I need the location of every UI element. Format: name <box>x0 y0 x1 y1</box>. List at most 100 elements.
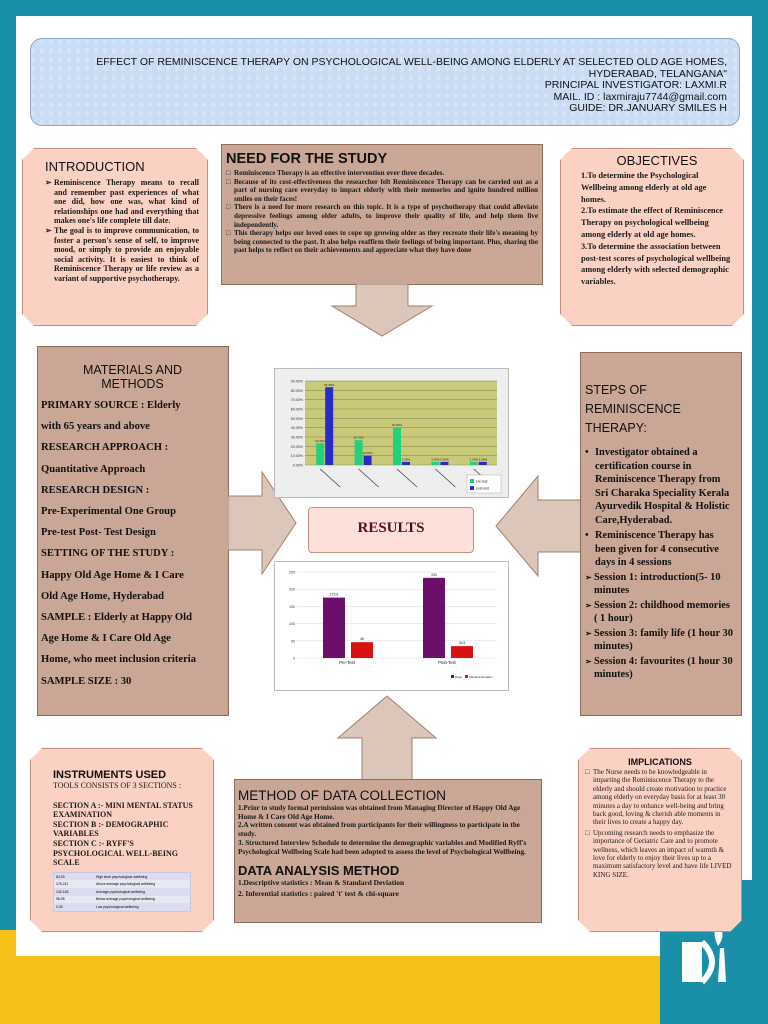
objectives-title: OBJECTIVES <box>616 153 698 168</box>
materials-line: Quantitative Approach <box>41 463 146 475</box>
legend-swatch <box>451 675 454 678</box>
materials-methods-lines: PRIMARY SOURCE : Elderly with 65 years a… <box>41 395 224 692</box>
score-range: 0-90 <box>56 904 63 909</box>
up-arrow-to-method <box>336 695 438 780</box>
legend-swatch <box>470 479 474 483</box>
results-label: RESULTS <box>357 520 425 536</box>
score-level: High level psychological wellbeing <box>96 874 148 879</box>
materials-line: Age Home & I Care Old Age <box>41 633 171 645</box>
principal-investigator: PRINCIPAL INVESTIGATOR: LAXMI.R <box>544 79 727 91</box>
score-row: 0-90 Low psychological wellbeing <box>54 903 190 911</box>
score-range: 176-211 <box>56 882 69 887</box>
legend-label: post-test <box>476 487 489 491</box>
materials-line: Pre-test Post- Test Design <box>41 527 156 539</box>
score-row: 130-163 Average psychological wellbeing <box>54 888 190 896</box>
y-tick-label: 30.00% <box>291 436 304 440</box>
legend-label: pre-test <box>476 480 488 484</box>
instruments-subtitle: TOOLS CONSISTS OF 3 SECTIONS : <box>53 781 182 790</box>
objective-item: 1.To determine the Psychological Wellbei… <box>581 171 707 204</box>
bar <box>325 387 334 465</box>
score-level: Average psychological wellbeing <box>96 889 145 894</box>
materials-line: with 65 years and above <box>41 421 150 433</box>
legend-swatch <box>470 486 474 490</box>
data-label: 40.00% <box>392 423 403 427</box>
steps-list: •Investigator obtained a certification c… <box>585 446 735 682</box>
bar <box>351 642 373 658</box>
down-arrow-from-need <box>330 284 434 337</box>
y-tick-label: 20.00% <box>291 445 304 449</box>
data-label: 34.5 <box>459 641 466 645</box>
y-tick-label: 80.00% <box>291 389 304 393</box>
x-tick-label <box>319 468 341 488</box>
instrument-section: SECTION A :- MINI MENTAL STATUS EXAMINAT… <box>53 800 193 820</box>
need-item: This therapy helps our loved ones to cop… <box>226 229 538 255</box>
introduction-box: INTRODUCTION Reminiscence Therapy means … <box>22 148 208 326</box>
poster-header: EFFECT OF REMINISCENCE THERAPY ON PSYCHO… <box>30 38 740 126</box>
y-tick-label: 70.00% <box>291 398 304 402</box>
materials-line: Home, who meet inclusion criteria <box>41 654 197 666</box>
y-tick-label: 0 <box>293 657 295 661</box>
introduction-list: Reminiscence Therapy means to recall and… <box>45 178 199 284</box>
step-bullet-text: Reminiscence Therapy has been given for … <box>595 530 719 568</box>
pre-post-level-chart: 0.00%10.00%20.00%30.00%40.00%50.00%60.00… <box>274 368 509 498</box>
need-for-study-list: Reminiscence Therapy is an effective int… <box>226 169 538 255</box>
bar <box>423 577 445 658</box>
session-item: Session 2: childhood memories ( 1 hour) <box>585 599 735 626</box>
bar <box>354 440 363 465</box>
data-label: 3.30% <box>402 457 411 461</box>
materials-line: RESEARCH DESIGN : <box>41 484 150 496</box>
y-tick-label: 90.00% <box>291 380 304 384</box>
bar <box>431 461 440 465</box>
y-tick-label: 150 <box>289 605 295 609</box>
need-for-study-box: NEED FOR THE STUDY Reminiscence Therapy … <box>221 144 543 285</box>
data-label: 175.6 <box>330 593 339 597</box>
materials-line: SAMPLE SIZE : 30 <box>41 675 132 687</box>
introduction-title: INTRODUCTION <box>45 159 145 174</box>
x-tick-label <box>358 468 379 488</box>
bar <box>323 597 345 658</box>
data-label: 10.00% <box>363 451 374 455</box>
introduction-item: Reminiscence Therapy means to recall and… <box>45 178 199 226</box>
need-for-study-title: NEED FOR THE STUDY <box>226 151 388 167</box>
pre-post-level-svg: 0.00%10.00%20.00%30.00%40.00%50.00%60.00… <box>291 380 502 494</box>
step-bullet-text: Investigator obtained a certification co… <box>595 447 730 526</box>
y-tick-label: 50 <box>291 639 295 643</box>
materials-line: SETTING OF THE STUDY : <box>41 548 175 560</box>
materials-line: Old Age Home, Hyderabad <box>41 590 165 602</box>
mail-id: MAIL. ID : laxmiraju7744@gmail.com <box>553 90 727 103</box>
materials-line: Happy Old Age Home & I Care <box>41 569 184 581</box>
score-range: 84-90 <box>56 874 65 879</box>
steps-title: STEPS OF REMINISCENCE THERAPY: <box>585 383 681 435</box>
score-level: Above average psychological wellbeing <box>96 882 156 887</box>
method-title: METHOD OF DATA COLLECTION <box>238 788 447 803</box>
implication-item: The Nurse needs to be knowledgeable in i… <box>585 768 735 827</box>
score-level: Low psychological wellbeing <box>96 904 139 909</box>
x-tick-label: Post-Test <box>438 660 456 665</box>
bar <box>393 427 401 465</box>
y-tick-label: 0.00% <box>293 464 304 468</box>
data-label: 23.30% <box>315 439 326 443</box>
legend-box <box>466 474 502 494</box>
data-label: 3.30% <box>479 457 488 461</box>
need-item: There is a need for more research on thi… <box>226 203 538 229</box>
legend-swatch <box>465 675 468 678</box>
objective-item: 2.To estimate the effect of Reminiscence… <box>581 206 724 239</box>
poster-title: EFFECT OF REMINISCENCE THERAPY ON PSYCHO… <box>96 56 727 80</box>
score-row: 96-98 Below average psychological wellbe… <box>54 896 190 904</box>
analysis-title: DATA ANALYSIS METHOD <box>238 863 400 879</box>
x-tick-label <box>396 468 418 488</box>
instruments-title: INSTRUMENTS USED <box>53 769 167 781</box>
y-tick-label: 40.00% <box>291 426 304 430</box>
need-item: Reminiscence Therapy is an effective int… <box>226 169 538 178</box>
bar <box>402 461 410 465</box>
analysis-item: 2. Inferential statistics : paired 't' t… <box>238 888 399 898</box>
score-range: 130-163 <box>56 889 69 894</box>
score-row: 176-211 Above average psychological well… <box>54 880 190 888</box>
objective-item: 3.To determine the association between p… <box>581 241 731 287</box>
data-label: 3.30% <box>440 457 449 461</box>
x-tick-label <box>435 468 456 488</box>
score-range: 96-98 <box>56 897 65 902</box>
steps-box: STEPS OF REMINISCENCE THERAPY: •Investig… <box>580 352 742 716</box>
